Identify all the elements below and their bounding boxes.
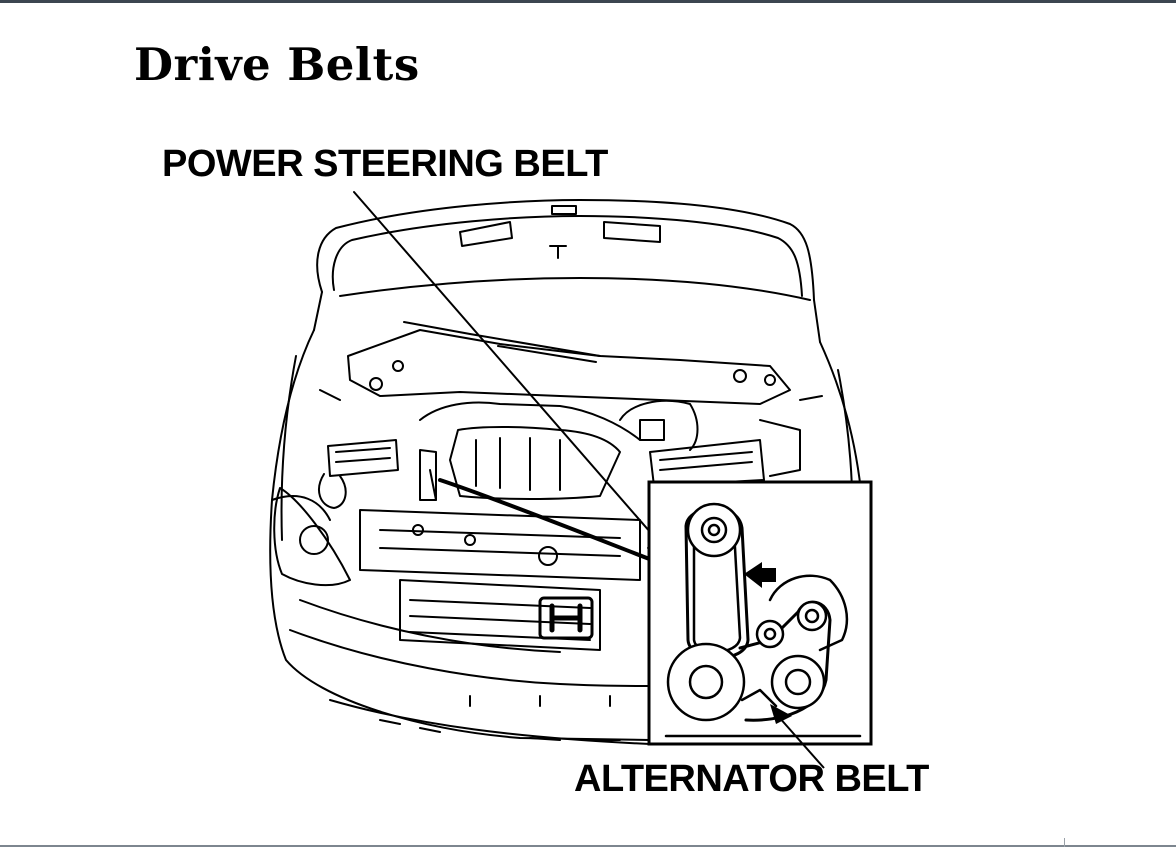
alternator-belt-label: ALTERNATOR BELT: [574, 758, 929, 800]
belt-detail-inset: [647, 480, 873, 746]
power-steering-leader-line: [353, 191, 665, 549]
hood-drawing: [313, 199, 821, 343]
engine-drawing: [318, 399, 801, 651]
alternator-leader-line: [777, 715, 825, 769]
page-title: Drive Belts: [134, 38, 420, 91]
power-steering-belt-label: POWER STEERING BELT: [162, 143, 608, 185]
top-rule: [0, 0, 1176, 3]
bottom-rule-notch: [1064, 838, 1065, 847]
honda-emblem-drawing: [538, 596, 594, 640]
bottom-rule: [0, 845, 1176, 847]
alternator-leader-arrowhead: [770, 704, 792, 724]
cowl-drawing: [319, 321, 823, 405]
belt-tension-arrow: [744, 562, 776, 588]
